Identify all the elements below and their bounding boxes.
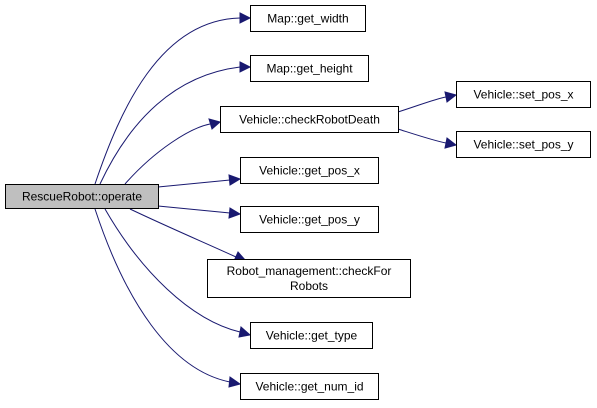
- node-label: Map::get_height: [266, 62, 353, 76]
- node-label: Vehicle::get_type: [266, 329, 358, 343]
- node-vehicle-get-num-id[interactable]: Vehicle::get_num_id: [240, 373, 379, 400]
- edge-operate-to-check-robot-death: [124, 118, 222, 185]
- node-label: Vehicle::set_pos_x: [473, 88, 573, 102]
- node-vehicle-set-pos-x[interactable]: Vehicle::set_pos_x: [456, 81, 591, 108]
- edge-check-robot-death-to-set-pos-x: [397, 91, 458, 113]
- edge-operate-to-get-width: [94, 12, 252, 185]
- node-label: Vehicle::get_pos_y: [259, 213, 360, 227]
- node-label: Vehicle::set_pos_y: [473, 138, 573, 152]
- node-vehicle-set-pos-y[interactable]: Vehicle::set_pos_y: [456, 131, 591, 158]
- edge-check-robot-death-to-set-pos-y: [397, 128, 458, 149]
- edge-operate-to-get-pos-x: [157, 174, 242, 188]
- node-label: Map::get_width: [267, 12, 348, 26]
- node-label: Vehicle::get_num_id: [255, 380, 363, 394]
- node-label-line1: Robot_management::checkFor: [227, 264, 392, 278]
- node-label: RescueRobot::operate: [22, 190, 142, 204]
- edge-operate-to-get-height: [99, 61, 252, 185]
- node-label-line2: Robots: [290, 279, 328, 293]
- node-vehicle-get-pos-x[interactable]: Vehicle::get_pos_x: [240, 157, 379, 184]
- node-vehicle-get-pos-y[interactable]: Vehicle::get_pos_y: [240, 206, 379, 233]
- node-map-get-height[interactable]: Map::get_height: [250, 55, 369, 82]
- node-label: Vehicle::get_pos_x: [259, 164, 360, 178]
- edge-operate-to-get-num-id: [94, 208, 242, 388]
- node-map-get-width[interactable]: Map::get_width: [250, 5, 366, 32]
- edge-operate-to-get-pos-y: [157, 205, 242, 219]
- edge-operate-to-check-for-robots: [129, 208, 248, 262]
- node-robot-management-check-for-robots[interactable]: Robot_management::checkFor Robots: [207, 259, 411, 298]
- node-vehicle-get-type[interactable]: Vehicle::get_type: [250, 322, 373, 349]
- node-label: Vehicle::checkRobotDeath: [239, 113, 380, 127]
- edge-operate-to-get-type: [104, 208, 252, 338]
- node-vehicle-check-robot-death[interactable]: Vehicle::checkRobotDeath: [220, 106, 399, 133]
- node-rescue-robot-operate[interactable]: RescueRobot::operate: [5, 184, 159, 209]
